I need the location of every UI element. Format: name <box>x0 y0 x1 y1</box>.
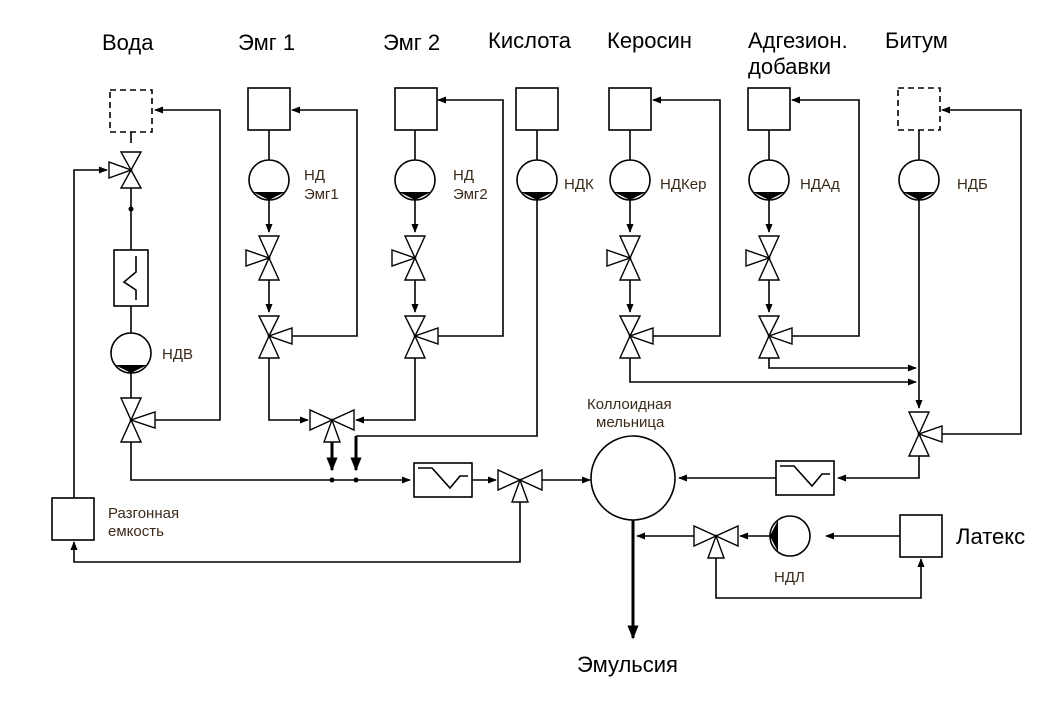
latex-pump <box>769 515 811 557</box>
additives-valve-2 <box>757 315 793 359</box>
label-emg1: Эмг 1 <box>238 30 295 55</box>
water-pump <box>110 332 152 374</box>
acid-pump <box>516 159 558 201</box>
label-output: Эмульсия <box>577 652 678 677</box>
pump-label-latex: НДЛ <box>774 569 805 586</box>
label-emg2: Эмг 2 <box>383 30 440 55</box>
colloid-mill <box>590 435 676 521</box>
kerosene-valve-2 <box>618 315 654 359</box>
latex-valve <box>693 524 739 559</box>
pump-label-emg1-2: Эмг1 <box>304 186 339 203</box>
mill-feed-valve <box>497 468 543 503</box>
label-bitumen: Битум <box>885 28 948 53</box>
emg2-valve-2 <box>403 315 439 359</box>
buffer-tank <box>51 497 95 541</box>
label-acid: Кислота <box>488 28 572 53</box>
label-latex: Латекс <box>956 524 1025 549</box>
pump-label-emg1-1: НД <box>304 167 325 184</box>
water-tank <box>109 89 153 133</box>
water-valve-bottom <box>119 397 156 443</box>
solution-heat-exchanger <box>413 462 473 498</box>
mill-label-2: мельница <box>596 414 665 431</box>
kerosene-pump <box>609 159 651 201</box>
label-kerosene: Керосин <box>607 28 692 53</box>
emg2-pump <box>394 159 436 201</box>
water-heater <box>113 249 149 307</box>
additives-pump <box>748 159 790 201</box>
pump-label-emg2-2: Эмг2 <box>453 186 488 203</box>
bitumen-valve <box>907 411 943 457</box>
pump-label-bitumen: НДБ <box>957 176 988 193</box>
label-additives-2: добавки <box>748 54 831 79</box>
emg2-valve-1 <box>391 235 427 281</box>
water-valve-top <box>108 151 143 189</box>
buffer-label-2: емкость <box>108 523 164 540</box>
acid-tank <box>515 87 559 131</box>
buffer-label-1: Разгонная <box>108 505 179 522</box>
pump-label-acid: НДК <box>564 176 594 193</box>
kerosene-tank <box>608 87 652 131</box>
emg1-valve-2 <box>257 315 293 359</box>
mill-label-1: Коллоидная <box>587 396 672 413</box>
emg1-pump <box>248 159 290 201</box>
pump-label-kerosene: НДКер <box>660 176 706 193</box>
emg1-valve-1 <box>245 235 281 281</box>
pump-label-water: НДВ <box>162 346 193 363</box>
label-additives-1: Адгезион. <box>748 28 848 53</box>
additives-valve-1 <box>745 235 781 281</box>
pump-label-additives: НДАд <box>800 176 840 193</box>
emg2-tank <box>394 87 438 131</box>
kerosene-valve-1 <box>606 235 642 281</box>
pump-label-emg2-1: НД <box>453 167 474 184</box>
label-water: Вода <box>102 30 154 55</box>
additives-tank <box>747 87 791 131</box>
bitumen-pump <box>898 159 940 201</box>
latex-tank <box>899 514 943 558</box>
bitumen-heat-exchanger <box>775 460 835 496</box>
emulsifier-mix-valve <box>309 408 355 443</box>
emg1-tank <box>247 87 291 131</box>
bitumen-tank <box>897 87 941 131</box>
